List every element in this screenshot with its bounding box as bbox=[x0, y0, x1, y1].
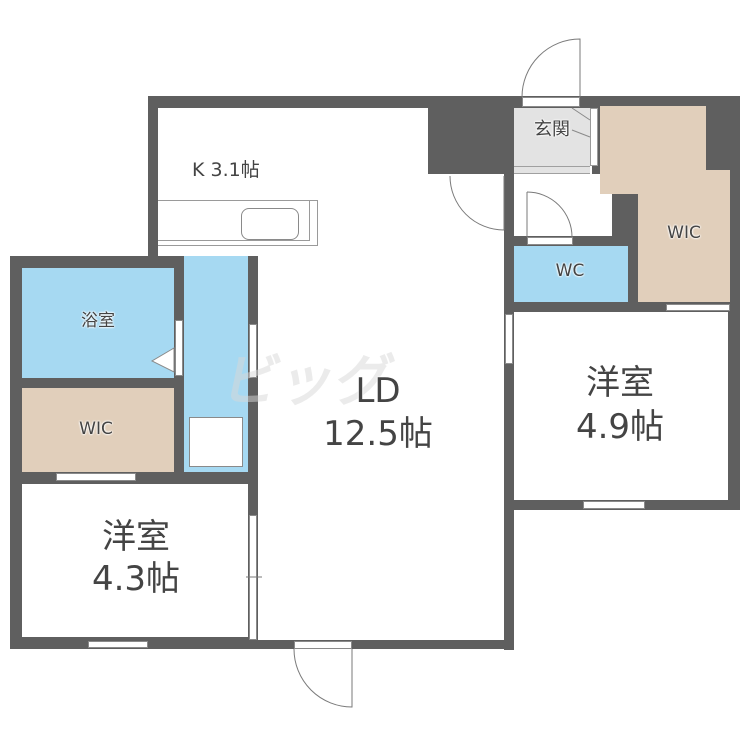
western-room-2-area bbox=[22, 484, 248, 637]
ld-label-name: LD bbox=[355, 371, 401, 411]
window-wic-left bbox=[56, 473, 136, 481]
wall-left-mid bbox=[10, 378, 180, 388]
washing-machine-space bbox=[189, 417, 243, 467]
ld-label-size: 12.5帖 bbox=[323, 414, 433, 454]
western-room-1-label-size: 4.9帖 bbox=[575, 407, 665, 447]
entrance-label: 玄関 bbox=[534, 119, 570, 140]
entrance-area bbox=[514, 108, 590, 166]
western-room-1-area bbox=[514, 312, 728, 500]
watermark-logo: ビッグ bbox=[217, 349, 399, 414]
wic-right-label: WIC bbox=[667, 223, 701, 243]
wall-ld-right bbox=[504, 174, 514, 650]
wall-kitchen-left bbox=[148, 96, 158, 256]
window-western-2-bottom bbox=[88, 641, 148, 648]
kitchen-counter-inner bbox=[158, 200, 310, 241]
wc-label: WC bbox=[555, 261, 585, 281]
sliding-door-bath bbox=[175, 320, 183, 376]
wall-left bbox=[10, 256, 22, 648]
hallway-ext bbox=[514, 174, 612, 236]
western-room-2-label-size: 4.3帖 bbox=[91, 559, 181, 599]
western-room-2-label-name: 洋室 bbox=[102, 517, 170, 557]
wall-entrance-block bbox=[428, 96, 516, 168]
wc-room bbox=[514, 246, 628, 302]
window-wic-right bbox=[666, 304, 730, 311]
wic-left-label: WIC bbox=[79, 419, 113, 439]
bathroom-area bbox=[22, 268, 174, 378]
wall-ld-left bbox=[248, 256, 258, 648]
sliding-door-western-1 bbox=[505, 314, 513, 364]
ld-area bbox=[258, 174, 504, 640]
entrance-door-threshold bbox=[522, 97, 580, 107]
window-western-1-bottom bbox=[583, 501, 645, 509]
bathroom-label: 浴室 bbox=[81, 311, 115, 331]
sink-icon bbox=[241, 208, 299, 240]
ld-area-top bbox=[376, 174, 504, 184]
western-room-1-label-name: 洋室 bbox=[586, 363, 654, 403]
wic-left-area bbox=[22, 388, 174, 472]
entrance-step bbox=[514, 166, 590, 174]
shoe-cabinet bbox=[590, 108, 598, 166]
kitchen-area-upper bbox=[184, 108, 428, 164]
svg-text:ビッグ: ビッグ bbox=[217, 349, 399, 414]
wic-right-upper-tall bbox=[600, 106, 658, 194]
wall-bottom-ld bbox=[250, 640, 512, 649]
sliding-door-washroom bbox=[249, 324, 257, 378]
wall-kitchen-return bbox=[376, 164, 516, 174]
wc-door-threshold bbox=[527, 237, 573, 245]
kitchen-label: K 3.1帖 bbox=[192, 159, 260, 181]
balcony-door-threshold bbox=[294, 641, 352, 649]
